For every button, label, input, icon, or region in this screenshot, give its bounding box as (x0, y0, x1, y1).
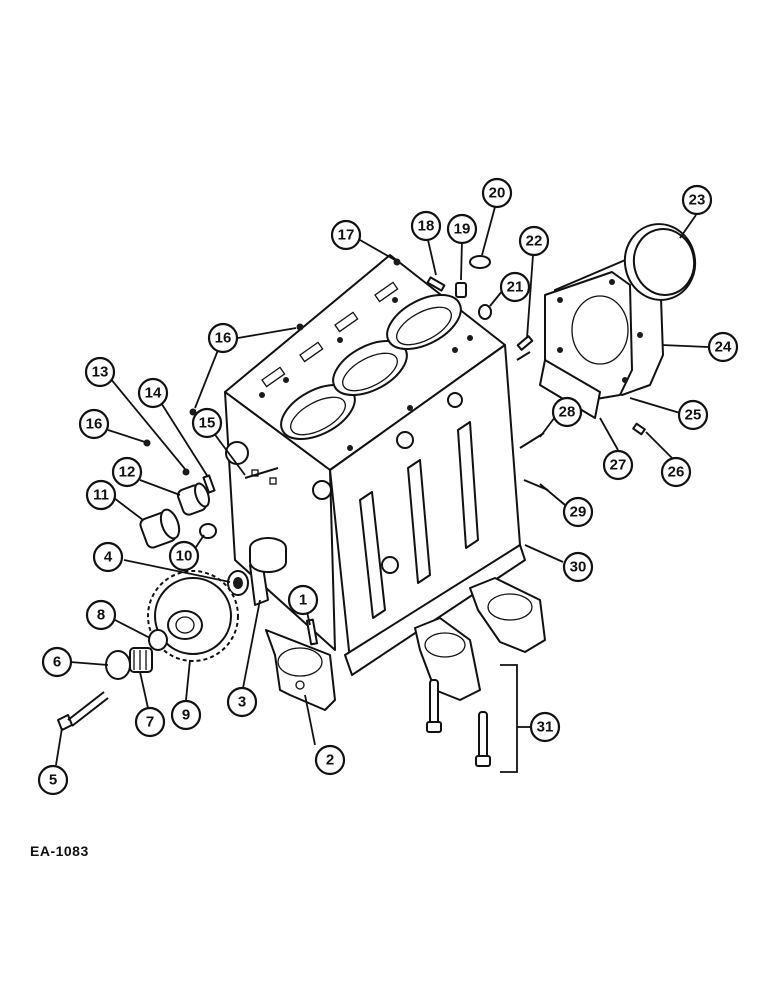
svg-text:11: 11 (93, 487, 109, 504)
callout-6: 6 (41, 646, 73, 678)
callout-2: 2 (314, 744, 346, 776)
snap-ring (148, 629, 168, 651)
svg-text:19: 19 (454, 221, 471, 238)
sleeve (455, 282, 467, 298)
callout-16-upper: 16 (207, 322, 239, 354)
dowel-28 (519, 432, 545, 449)
callout-3: 3 (226, 686, 258, 718)
svg-text:13: 13 (92, 364, 109, 381)
svg-text:9: 9 (182, 707, 190, 724)
gasket-strip (539, 359, 601, 419)
svg-text:1: 1 (299, 592, 307, 609)
svg-text:29: 29 (570, 504, 587, 521)
dowel (426, 276, 446, 292)
callout-29: 29 (562, 496, 594, 528)
callout-9: 9 (170, 699, 202, 731)
stud (516, 335, 534, 351)
callout-10: 10 (168, 540, 200, 572)
svg-text:5: 5 (49, 772, 57, 789)
cylinder-block (224, 254, 526, 676)
callout-28: 28 (551, 396, 583, 428)
svg-text:16: 16 (86, 416, 103, 433)
callout-17: 17 (330, 219, 362, 251)
svg-text:6: 6 (53, 654, 61, 671)
svg-text:4: 4 (104, 549, 113, 566)
leader-lines (55, 206, 709, 766)
svg-text:23: 23 (689, 192, 706, 209)
callout-21: 21 (499, 271, 531, 303)
plug-rear (478, 304, 492, 320)
callout-13: 13 (84, 356, 116, 388)
svg-text:26: 26 (668, 464, 685, 481)
svg-text:28: 28 (559, 404, 576, 421)
bolt (57, 691, 109, 731)
callout-27: 27 (602, 449, 634, 481)
dowel-pin (305, 618, 319, 646)
svg-text:21: 21 (507, 279, 524, 296)
plug (199, 523, 217, 539)
svg-text:22: 22 (526, 233, 543, 250)
callout-23: 23 (681, 184, 713, 216)
main-bearing-caps (414, 577, 546, 767)
svg-text:17: 17 (338, 227, 355, 244)
svg-text:30: 30 (570, 559, 587, 576)
callout-19: 19 (446, 213, 478, 245)
svg-text:10: 10 (176, 548, 193, 565)
svg-text:7: 7 (146, 714, 154, 731)
camshaft-bushing (139, 508, 181, 549)
svg-text:18: 18 (418, 218, 435, 235)
svg-text:2: 2 (326, 752, 334, 769)
svg-text:8: 8 (97, 607, 105, 624)
svg-text:20: 20 (489, 185, 506, 202)
callout-16-left: 16 (78, 408, 110, 440)
svg-text:15: 15 (199, 415, 216, 432)
callout-22: 22 (518, 225, 550, 257)
callout-1: 1 (287, 584, 319, 616)
camshaft-bushing-small (176, 482, 210, 516)
svg-text:3: 3 (238, 694, 246, 711)
callout-11: 11 (85, 479, 117, 511)
callout-30: 30 (562, 551, 594, 583)
expansion-plug (469, 255, 491, 269)
callout-7: 7 (134, 706, 166, 738)
callout-12: 12 (111, 456, 143, 488)
thrust-washer (105, 650, 131, 680)
bushing (227, 570, 249, 596)
svg-text:25: 25 (685, 407, 702, 424)
callout-24: 24 (707, 331, 739, 363)
callout-5: 5 (37, 764, 69, 796)
needle-bearing (129, 647, 153, 673)
callout-14: 14 (137, 377, 169, 409)
callout-4: 4 (92, 541, 124, 573)
screw (632, 422, 646, 436)
svg-text:14: 14 (145, 385, 162, 402)
callout-15: 15 (191, 407, 223, 439)
svg-text:27: 27 (610, 457, 627, 474)
callout-25: 25 (677, 399, 709, 431)
svg-text:31: 31 (537, 719, 554, 736)
callout-18: 18 (410, 210, 442, 242)
svg-text:12: 12 (119, 464, 136, 481)
callout-8: 8 (85, 599, 117, 631)
oil-seal (623, 223, 697, 301)
figure-label: EA-1083 (30, 843, 89, 859)
front-bearing-cap (265, 629, 336, 711)
idler-gear (147, 570, 239, 662)
callout-20: 20 (481, 177, 513, 209)
callout-26: 26 (660, 456, 692, 488)
callout-31: 31 (529, 711, 561, 743)
svg-text:24: 24 (715, 339, 732, 356)
idler-shaft (249, 537, 287, 606)
svg-text:16: 16 (215, 330, 232, 347)
